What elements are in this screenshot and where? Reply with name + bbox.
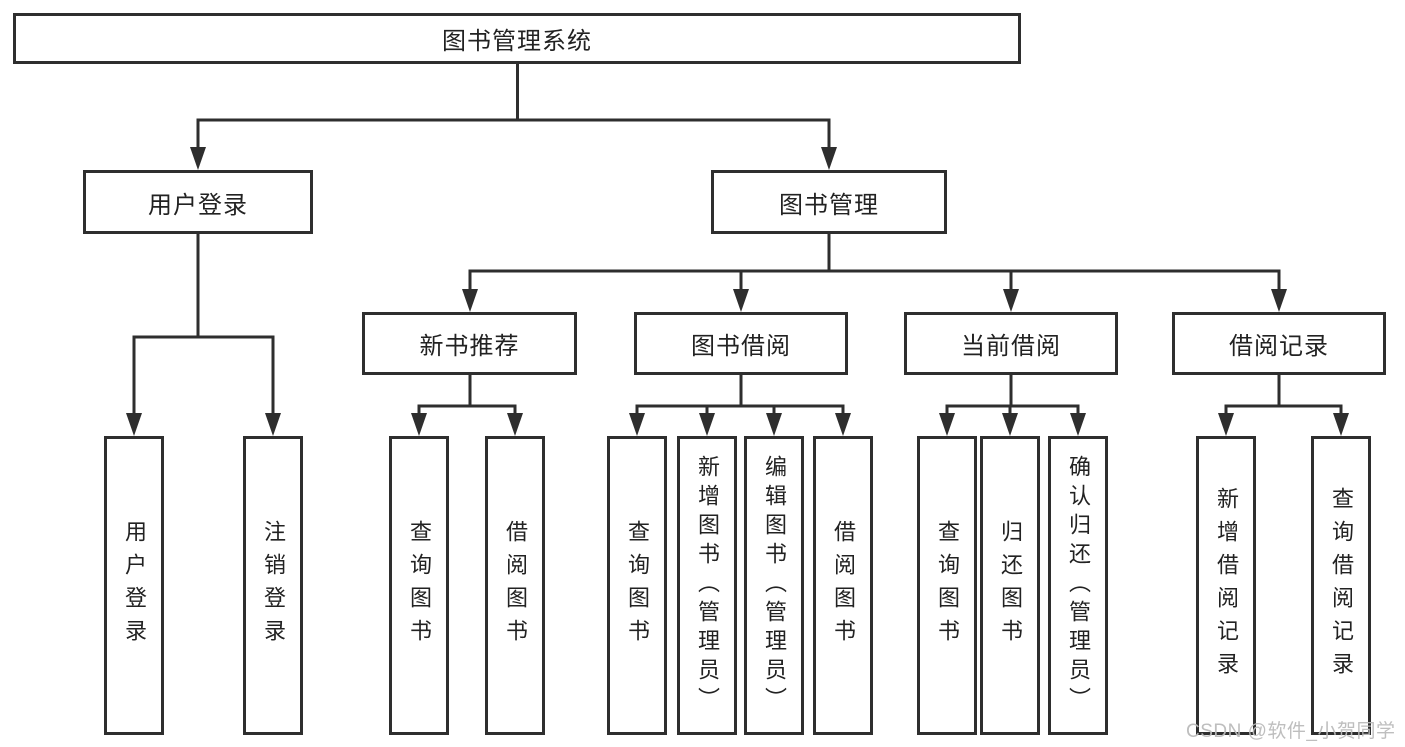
arrowhead xyxy=(462,289,478,312)
node-book-management: 图书管理 xyxy=(711,170,947,234)
node-borrowing-records: 借阅记录 xyxy=(1172,312,1386,375)
connector-borrow-to-leaves xyxy=(635,373,845,419)
leaf-query-books-borrowing: 查询图书 xyxy=(607,436,667,735)
leaf-label: 查询借阅记录 xyxy=(1329,486,1354,685)
connector-bookmgmt-to-level3 xyxy=(468,232,1281,295)
node-current-borrowing: 当前借阅 xyxy=(904,312,1118,375)
arrowhead xyxy=(1003,289,1019,312)
node-label: 新书推荐 xyxy=(419,333,520,360)
arrowhead xyxy=(1218,413,1234,436)
node-label: 用户登录 xyxy=(148,191,248,219)
leaf-label: 新增借阅记录 xyxy=(1214,486,1239,685)
arrowhead xyxy=(507,413,523,436)
arrowhead xyxy=(1271,289,1287,312)
leaf-edit-books-admin: 编辑图书（管理员） xyxy=(744,436,804,735)
leaf-label: 查询图书 xyxy=(407,519,432,652)
connector-records-to-leaves xyxy=(1224,373,1343,419)
leaf-label: 查询图书 xyxy=(935,519,960,652)
arrowhead xyxy=(699,413,715,436)
leaf-query-books-recommend: 查询图书 xyxy=(389,436,449,735)
arrowhead xyxy=(939,413,955,436)
leaf-add-books-admin: 新增图书（管理员） xyxy=(677,436,737,735)
node-user-login: 用户登录 xyxy=(83,170,313,234)
arrowhead xyxy=(411,413,427,436)
node-label: 借阅记录 xyxy=(1229,333,1329,360)
arrowhead xyxy=(1070,413,1086,436)
leaf-label: 借阅图书 xyxy=(831,519,856,652)
leaf-label: 新增图书（管理员） xyxy=(695,455,720,716)
arrowhead xyxy=(265,413,281,436)
arrowhead xyxy=(766,413,782,436)
leaf-user-login: 用户登录 xyxy=(104,436,164,735)
leaf-label: 编辑图书（管理员） xyxy=(762,455,787,716)
leaf-label: 借阅图书 xyxy=(503,519,528,652)
arrowhead xyxy=(629,413,645,436)
arrowhead xyxy=(821,147,837,170)
node-book-borrowing: 图书借阅 xyxy=(634,312,848,375)
leaf-query-borrow-record: 查询借阅记录 xyxy=(1311,436,1371,735)
arrowhead xyxy=(1333,413,1349,436)
node-root: 图书管理系统 xyxy=(13,13,1021,64)
leaf-label: 用户登录 xyxy=(122,519,147,652)
arrowhead xyxy=(190,147,206,170)
arrowhead xyxy=(835,413,851,436)
leaf-borrow-books-recommend: 借阅图书 xyxy=(485,436,545,735)
leaf-label: 查询图书 xyxy=(625,519,650,652)
node-new-book-recommend: 新书推荐 xyxy=(362,312,577,375)
node-root-label: 图书管理系统 xyxy=(442,28,592,55)
connector-current-to-leaves xyxy=(945,373,1080,419)
connector-root-to-level2 xyxy=(196,62,831,154)
node-label: 当前借阅 xyxy=(961,333,1061,360)
leaf-logout-login: 注销登录 xyxy=(243,436,303,735)
leaf-return-books: 归还图书 xyxy=(980,436,1040,735)
arrowhead xyxy=(1002,413,1018,436)
node-label: 图书管理 xyxy=(779,191,879,219)
node-label: 图书借阅 xyxy=(691,333,791,360)
connector-userlogin-to-leaves xyxy=(132,232,275,419)
arrowhead xyxy=(126,413,142,436)
leaf-label: 归还图书 xyxy=(998,519,1023,652)
leaf-borrow-books: 借阅图书 xyxy=(813,436,873,735)
leaf-label: 注销登录 xyxy=(261,519,286,652)
leaf-query-books-current: 查询图书 xyxy=(917,436,977,735)
leaf-label: 确认归还（管理员） xyxy=(1066,455,1091,716)
leaf-add-borrow-record: 新增借阅记录 xyxy=(1196,436,1256,735)
arrowhead xyxy=(733,289,749,312)
connector-newbook-to-leaves xyxy=(417,373,517,419)
watermark: CSDN @软件_小贺同学 xyxy=(1186,721,1396,742)
leaf-confirm-return-admin: 确认归还（管理员） xyxy=(1048,436,1108,735)
